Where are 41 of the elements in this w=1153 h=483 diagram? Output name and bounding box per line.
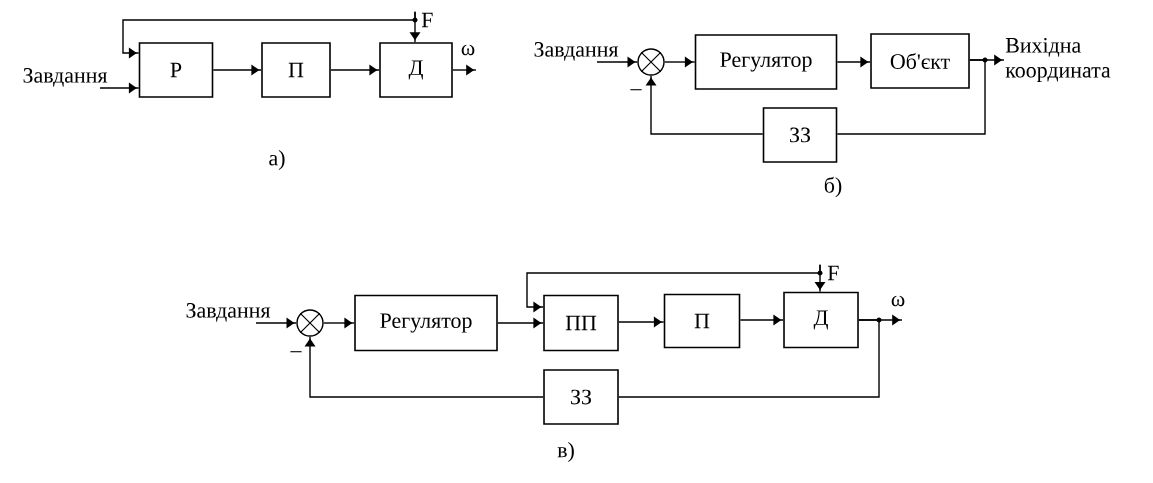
block-box: П	[261, 42, 331, 98]
block-box: ЗЗ	[762, 107, 838, 163]
arrow	[323, 317, 355, 329]
signal-label: Вихідна координата	[1005, 37, 1111, 83]
summing-junction	[637, 48, 665, 76]
signal-label: F	[827, 265, 839, 281]
arrow	[122, 10, 416, 59]
arrow	[497, 317, 544, 329]
signal-label: ω	[461, 44, 475, 56]
block-box: Д	[783, 291, 859, 349]
block-box: Регулятор	[354, 294, 498, 352]
signal-label: Завдання	[23, 68, 108, 87]
signal-label: Завдання	[534, 42, 619, 61]
arrow	[304, 336, 544, 398]
block-box: Регулятор	[694, 34, 838, 90]
signal-label: ω	[891, 295, 905, 307]
minus-sign: –	[630, 89, 642, 91]
block-box: ПП	[543, 294, 619, 352]
block-box: ЗЗ	[543, 369, 619, 425]
arrow	[618, 316, 665, 328]
arrow	[255, 317, 297, 329]
signal-label: Завдання	[186, 303, 271, 322]
signal-label: F	[421, 12, 433, 28]
block-box: Д	[379, 42, 453, 98]
panel-caption: а)	[269, 150, 285, 170]
arrow	[664, 56, 696, 68]
arrow	[596, 56, 638, 68]
arrow	[526, 263, 821, 313]
minus-sign: –	[290, 351, 302, 353]
arrow	[330, 64, 380, 76]
arrow	[452, 64, 477, 76]
arrow	[99, 82, 140, 94]
arrow	[739, 314, 784, 326]
block-box: П	[663, 293, 741, 349]
arrow	[836, 56, 871, 68]
panel-caption: б)	[824, 176, 842, 198]
summing-junction	[296, 309, 324, 337]
block-box: Об'єкт	[870, 33, 970, 89]
arrow	[212, 64, 262, 76]
block-box: Р	[138, 42, 214, 98]
arrow	[645, 75, 764, 135]
